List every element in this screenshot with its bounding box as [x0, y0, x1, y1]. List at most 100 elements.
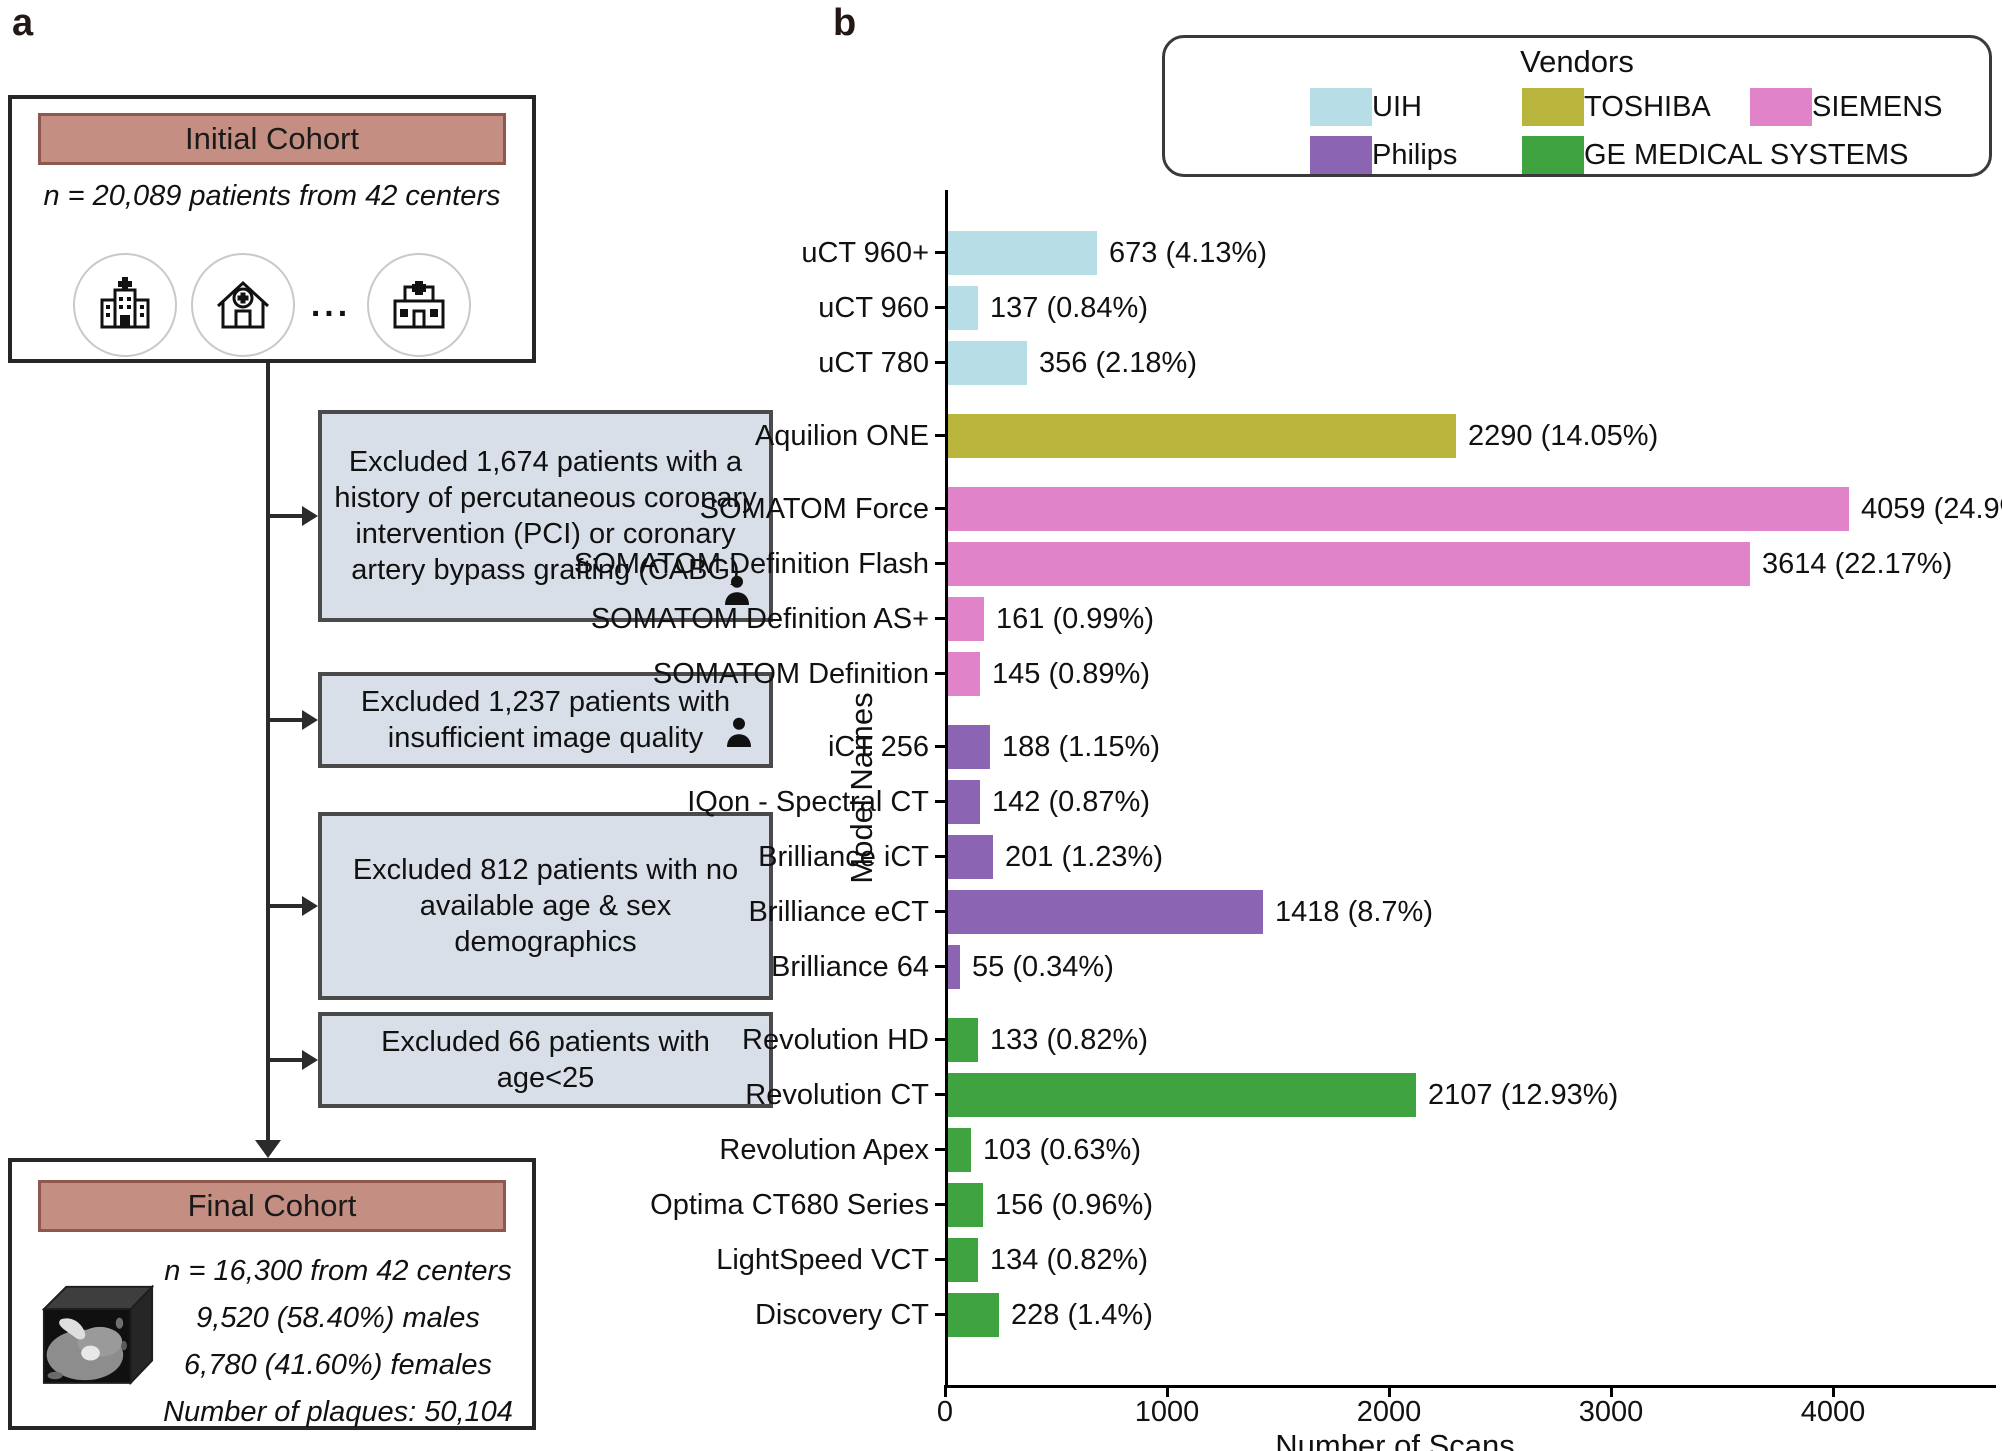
- flow-arrowhead-down: [255, 1140, 281, 1158]
- legend-entry-toshiba: TOSHIBA: [1522, 84, 1750, 130]
- category-label: Aquilion ONE: [754, 420, 929, 452]
- bar-optima-ct680-series: [948, 1183, 983, 1227]
- x-tick-mark: [1832, 1385, 1835, 1397]
- legend-swatch: [1750, 88, 1812, 126]
- medical-house-icon: [190, 253, 295, 357]
- y-tick-mark: [935, 1258, 945, 1261]
- bar-value-label: 201 (1.23%): [1005, 841, 1163, 873]
- center-icons-row: ...: [12, 253, 532, 357]
- branch-arrowhead-1: [302, 506, 318, 526]
- category-label: Revolution CT: [745, 1079, 929, 1111]
- legend-swatch: [1522, 136, 1584, 174]
- category-label: Brilliance eCT: [748, 896, 930, 928]
- bar-value-label: 161 (0.99%): [996, 603, 1154, 635]
- exclusion-box-image-quality: Excluded 1,237 patients with insufficien…: [318, 672, 773, 768]
- category-label: SOMATOM Definition AS+: [590, 603, 929, 635]
- y-tick-mark: [935, 617, 945, 620]
- final-cohort-females: 6,780 (41.60%) females: [184, 1349, 492, 1381]
- final-cohort-n: n = 16,300 from 42 centers: [164, 1255, 512, 1287]
- branch-line-4: [268, 1058, 304, 1062]
- bar-uct-960-: [948, 231, 1097, 275]
- initial-cohort-subtitle: n = 20,089 patients from 42 centers: [43, 180, 501, 212]
- branch-line-2: [268, 718, 304, 722]
- bar-value-label: 103 (0.63%): [983, 1134, 1141, 1166]
- branch-line-3: [268, 904, 304, 908]
- x-tick-label: 4000: [1800, 1396, 1866, 1428]
- legend-entry-ge-medical-systems: GE MEDICAL SYSTEMS: [1522, 132, 1908, 178]
- y-tick-mark: [935, 800, 945, 803]
- flow-connector-line: [266, 363, 270, 1142]
- category-label: SOMATOM Definition Flash: [573, 548, 929, 580]
- bar-value-label: 156 (0.96%): [995, 1189, 1153, 1221]
- category-label: Brilliance 64: [771, 951, 929, 983]
- bar-value-label: 4059 (24.9%): [1861, 493, 2002, 525]
- y-tick-mark: [935, 306, 945, 309]
- bar-discovery-ct: [948, 1293, 999, 1337]
- bar-value-label: 133 (0.82%): [990, 1024, 1148, 1056]
- branch-arrowhead-4: [302, 1050, 318, 1070]
- exclusion-text: Excluded 1,237 patients with insufficien…: [360, 686, 731, 754]
- legend-entry-philips: Philips: [1310, 132, 1522, 178]
- branch-arrowhead-3: [302, 896, 318, 916]
- exclusion-box-age: Excluded 66 patients with age<25: [318, 1012, 773, 1108]
- bar-lightspeed-vct: [948, 1238, 978, 1282]
- person-icon: [727, 717, 751, 747]
- category-label: LightSpeed VCT: [716, 1244, 929, 1276]
- legend-entry-label: TOSHIBA: [1584, 90, 1711, 123]
- category-label: Discovery CT: [754, 1299, 929, 1331]
- x-tick-mark: [1388, 1385, 1391, 1397]
- x-tick-mark: [1610, 1385, 1613, 1397]
- bar-value-label: 188 (1.15%): [1002, 731, 1160, 763]
- category-label: iCT 256: [827, 731, 929, 763]
- bar-value-label: 145 (0.89%): [992, 658, 1150, 690]
- bar-somatom-definition-as-: [948, 597, 984, 641]
- initial-cohort-header: Initial Cohort: [38, 113, 506, 165]
- legend-title: Vendors: [1520, 44, 1634, 79]
- exclusion-text: Excluded 812 patients with no available …: [352, 854, 739, 958]
- legend-entry-uih: UIH: [1310, 84, 1522, 130]
- x-axis-title: Number of Scans: [1275, 1428, 1515, 1451]
- panel-a-label: a: [12, 2, 34, 44]
- final-cohort-plaques: Number of plaques: 50,104: [163, 1396, 513, 1428]
- x-tick-label: 1000: [1134, 1396, 1200, 1428]
- legend-swatch: [1310, 136, 1372, 174]
- x-tick-label: 2000: [1356, 1396, 1422, 1428]
- person-icon: [725, 575, 749, 605]
- bar-value-label: 228 (1.4%): [1011, 1299, 1153, 1331]
- legend-entry-label: UIH: [1372, 90, 1422, 123]
- x-tick-mark: [1166, 1385, 1169, 1397]
- y-tick-mark: [935, 434, 945, 437]
- hospital-building-icon: [72, 253, 177, 357]
- y-tick-mark: [935, 1038, 945, 1041]
- exclusion-box-pci-cabg: Excluded 1,674 patients with a history o…: [318, 410, 773, 622]
- category-label: IQon - Spectral CT: [687, 786, 929, 818]
- x-tick-label: 0: [936, 1396, 954, 1428]
- final-cohort-box: Final Cohort n = 16,300 from 42 centers …: [8, 1158, 536, 1430]
- bar-value-label: 356 (2.18%): [1039, 347, 1197, 379]
- panel-b-label: b: [833, 2, 857, 44]
- category-label: Optima CT680 Series: [650, 1189, 929, 1221]
- y-tick-mark: [935, 562, 945, 565]
- category-label: uCT 960: [818, 292, 929, 324]
- y-tick-mark: [935, 672, 945, 675]
- bar-brilliance-ict: [948, 835, 993, 879]
- final-cohort-header: Final Cohort: [38, 1180, 506, 1232]
- y-tick-mark: [935, 965, 945, 968]
- legend-entry-label: Philips: [1372, 138, 1458, 171]
- bar-value-label: 1418 (8.7%): [1275, 896, 1433, 928]
- bar-value-label: 673 (4.13%): [1109, 237, 1267, 269]
- bar-value-label: 134 (0.82%): [990, 1244, 1148, 1276]
- bar-value-label: 142 (0.87%): [992, 786, 1150, 818]
- category-label: uCT 960+: [801, 237, 929, 269]
- category-label: Brilliance iCT: [758, 841, 929, 873]
- bar-uct-960: [948, 286, 978, 330]
- y-tick-mark: [935, 1313, 945, 1316]
- bar-aquilion-one: [948, 414, 1456, 458]
- y-tick-mark: [935, 1148, 945, 1151]
- legend-swatch: [1522, 88, 1584, 126]
- ellipsis: ...: [310, 285, 352, 324]
- x-axis-spine: [944, 1385, 1996, 1388]
